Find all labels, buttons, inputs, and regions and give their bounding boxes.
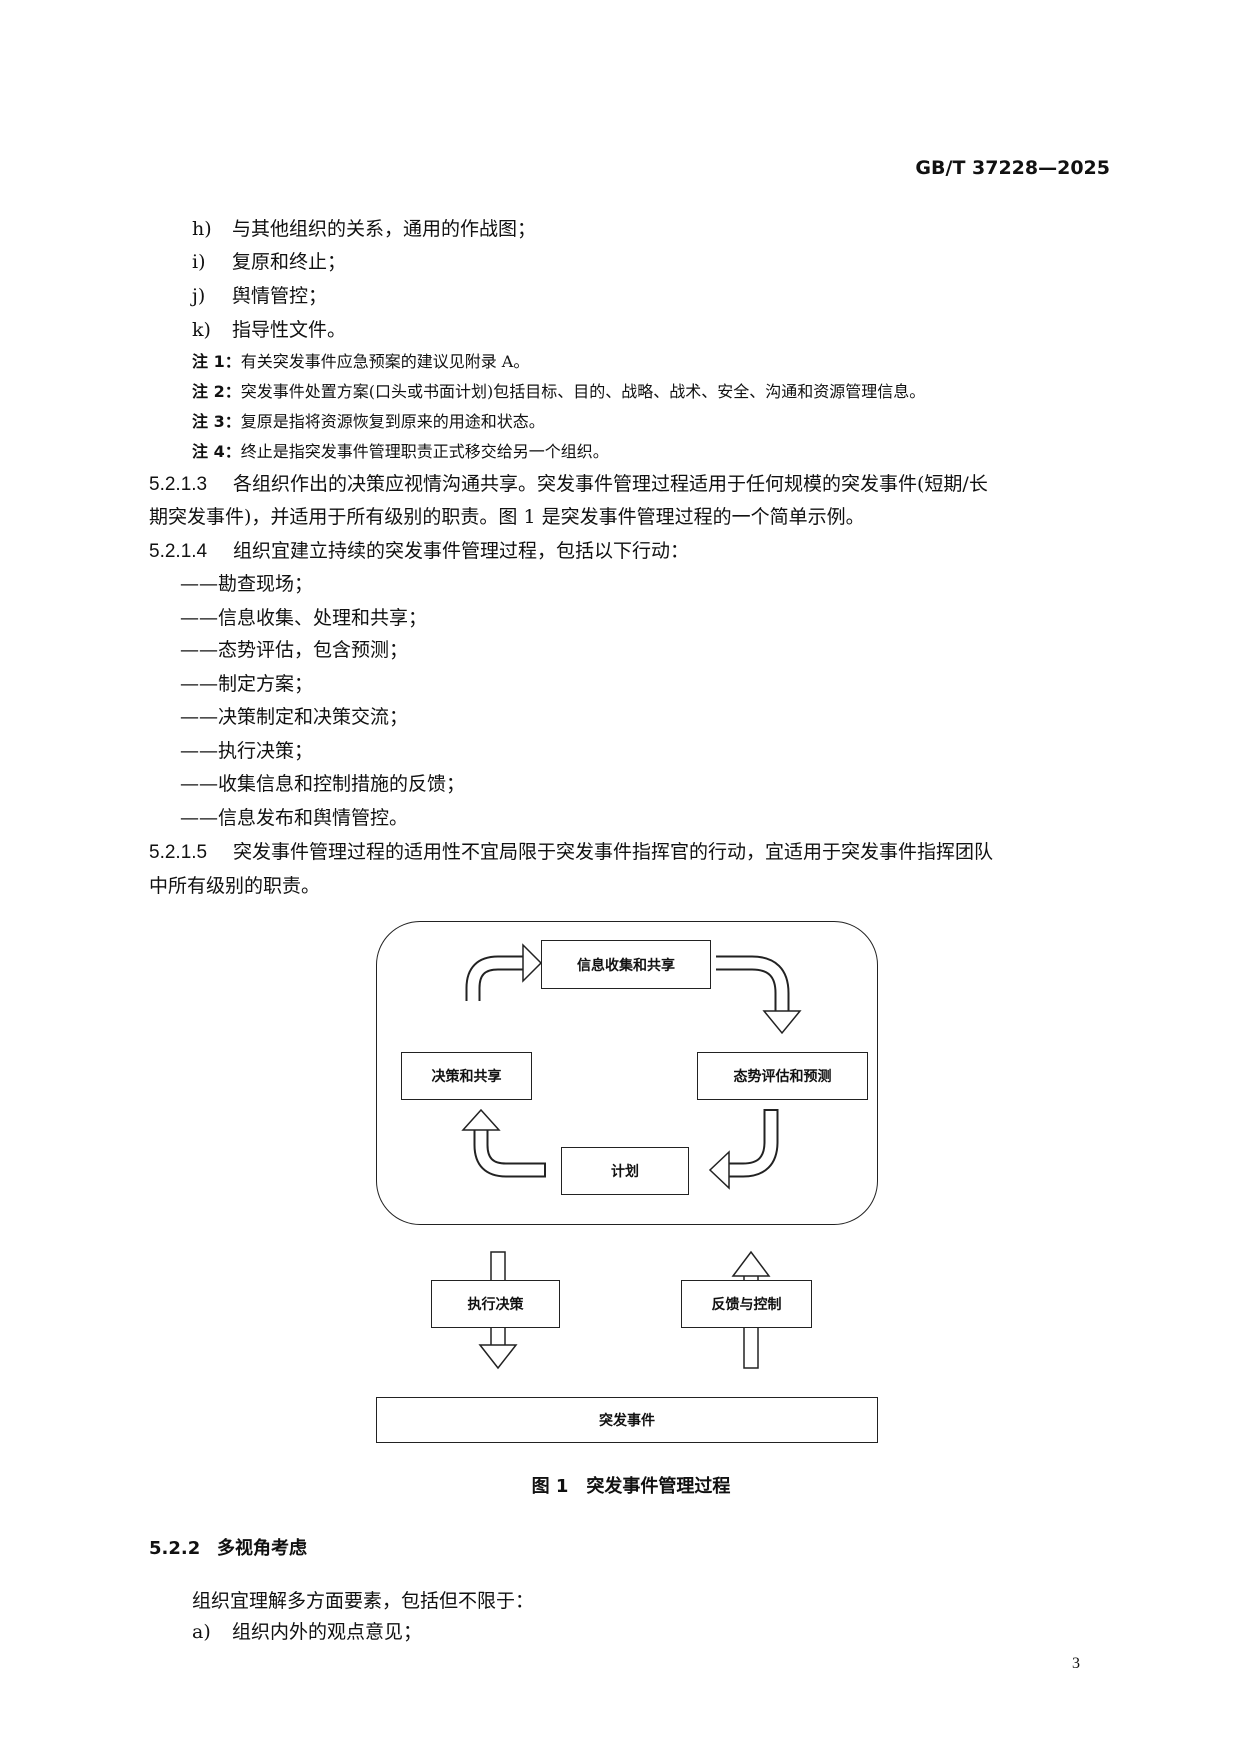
arrow-info-to-assess — [714, 955, 802, 1035]
note-label: 注 3： — [192, 412, 241, 431]
node-info-collection: 信息收集和共享 — [541, 940, 711, 989]
list-item: h) 与其他组织的关系，通用的作战图； — [192, 217, 536, 241]
node-decision-sharing: 决策和共享 — [401, 1052, 532, 1100]
dash-item: ——制定方案； — [180, 673, 314, 695]
dash-item: ——勘查现场； — [180, 573, 314, 595]
node-feedback-control: 反馈与控制 — [681, 1280, 812, 1328]
dash-item: ——决策制定和决策交流； — [180, 706, 409, 728]
clause-text: 突发事件管理过程的适用性不宜局限于突发事件指挥官的行动，宜适用于突发事件指挥团队 — [233, 841, 994, 863]
clause-5213: 5.2.1.3 各组织作出的决策应视情沟通共享。突发事件管理过程适用于任何规模的突… — [149, 472, 988, 497]
clause-number: 5.2.1.3 — [149, 474, 208, 495]
node-plan: 计划 — [561, 1147, 689, 1195]
dash-item: ——信息发布和舆情管控。 — [180, 807, 409, 829]
clause-number: 5.2.1.5 — [149, 842, 208, 863]
list-label: k) — [192, 319, 211, 341]
list-label: a) — [192, 1621, 211, 1643]
list-item: a) 组织内外的观点意见； — [192, 1620, 422, 1644]
clause-number: 5.2.1.4 — [149, 541, 208, 562]
clause-text-cont: 中所有级别的职责。 — [149, 875, 321, 897]
figure-caption: 图 1 突发事件管理过程 — [531, 1476, 731, 1497]
list-label: j) — [192, 285, 206, 307]
standard-number: GB/T 37228—2025 — [915, 157, 1110, 179]
note: 注 1：有关突发事件应急预案的建议见附录 A。 — [192, 350, 529, 374]
list-text: 组织内外的观点意见； — [232, 1621, 423, 1643]
note-text: 复原是指将资源恢复到原来的用途和状态。 — [240, 412, 545, 431]
clause-5215: 5.2.1.5 突发事件管理过程的适用性不宜局限于突发事件指挥官的行动，宜适用于突… — [149, 840, 993, 865]
note-label: 注 4： — [192, 442, 241, 461]
clause-522-heading: 5.2.2 多视角考虑 — [149, 1537, 307, 1561]
note-text: 有关突发事件应急预案的建议见附录 A。 — [240, 352, 530, 371]
list-item: k) 指导性文件。 — [192, 318, 346, 342]
clause-522-intro: 组织宜理解多方面要素，包括但不限于： — [192, 1590, 535, 1612]
figure-process-frame — [376, 921, 878, 1225]
note-label: 注 2： — [192, 382, 241, 401]
dash-item: ——收集信息和控制措施的反馈； — [180, 773, 466, 795]
note-label: 注 1： — [192, 352, 241, 371]
page-number: 3 — [1072, 1655, 1080, 1672]
dash-item: ——执行决策； — [180, 740, 314, 762]
clause-text-cont: 期突发事件)，并适用于所有级别的职责。图 1 是突发事件管理过程的一个简单示例。 — [149, 506, 865, 528]
node-execute-decision: 执行决策 — [431, 1280, 560, 1328]
list-text: 复原和终止； — [232, 251, 347, 273]
list-label: i) — [192, 251, 206, 273]
list-text: 指导性文件。 — [232, 319, 347, 341]
note-text: 终止是指突发事件管理职责正式移交给另一个组织。 — [240, 442, 609, 461]
note-text: 突发事件处置方案(口头或书面计划)包括目标、目的、战略、战术、安全、沟通和资源管… — [240, 382, 926, 401]
note: 注 2：突发事件处置方案(口头或书面计划)包括目标、目的、战略、战术、安全、沟通… — [192, 380, 925, 404]
arrow-decide-to-info — [465, 943, 543, 1002]
arrow-assess-to-plan — [708, 1109, 779, 1190]
clause-number: 5.2.2 — [149, 1538, 201, 1559]
note: 注 3：复原是指将资源恢复到原来的用途和状态。 — [192, 410, 545, 434]
clause-text: 各组织作出的决策应视情沟通共享。突发事件管理过程适用于任何规模的突发事件(短期/… — [233, 473, 988, 495]
arrow-plan-to-decide — [461, 1108, 546, 1178]
node-incident: 突发事件 — [376, 1397, 878, 1443]
clause-title: 多视角考虑 — [217, 1538, 307, 1559]
note: 注 4：终止是指突发事件管理职责正式移交给另一个组织。 — [192, 440, 609, 464]
clause-5214: 5.2.1.4 组织宜建立持续的突发事件管理过程，包括以下行动： — [149, 539, 689, 564]
list-item: i) 复原和终止； — [192, 250, 346, 274]
dash-item: ——信息收集、处理和共享； — [180, 607, 428, 629]
list-text: 与其他组织的关系，通用的作战图； — [232, 218, 537, 240]
list-item: j) 舆情管控； — [192, 284, 327, 308]
list-label: h) — [192, 218, 212, 240]
node-situation-assessment: 态势评估和预测 — [697, 1052, 868, 1100]
clause-text: 组织宜建立持续的突发事件管理过程，包括以下行动： — [233, 540, 690, 562]
list-text: 舆情管控； — [232, 285, 328, 307]
dash-item: ——态势评估，包含预测； — [180, 639, 409, 661]
